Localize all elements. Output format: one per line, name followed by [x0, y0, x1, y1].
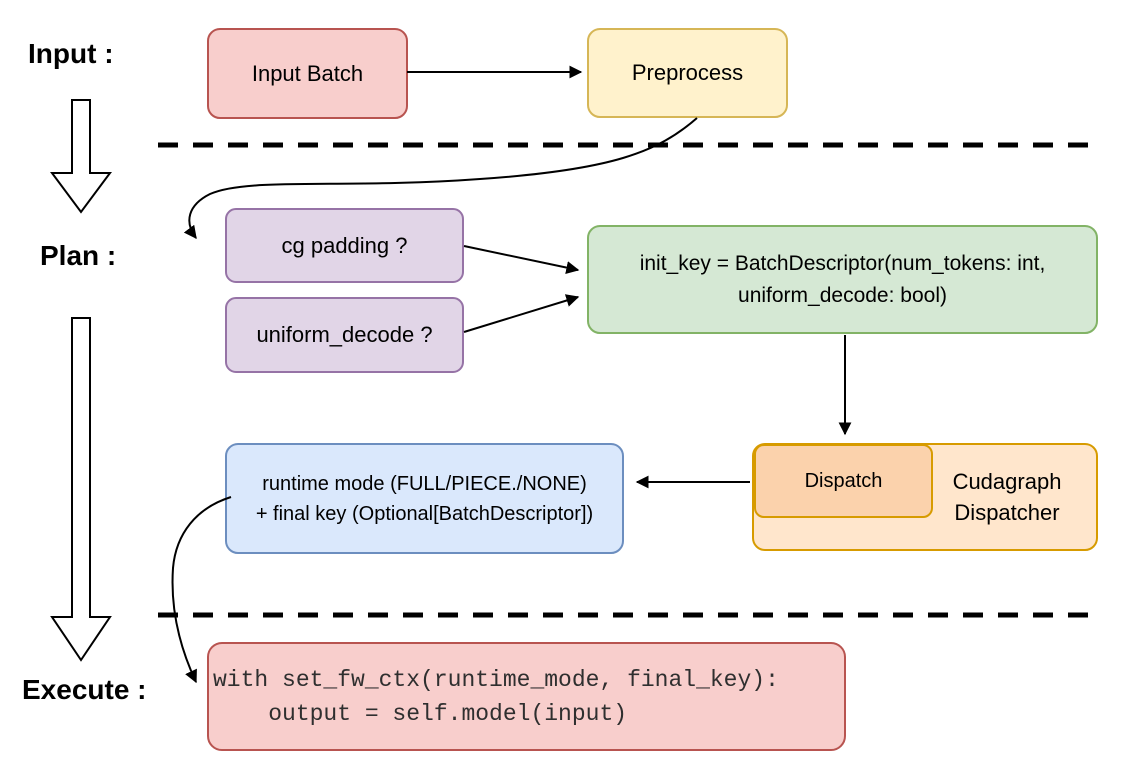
phase-arrow-plan-to-execute — [50, 317, 112, 662]
node-execute-code-line2: output = self.model(input) — [213, 700, 628, 727]
node-input-batch: Input Batch — [207, 28, 408, 119]
node-execute-code: with set_fw_ctx(runtime_mode, final_key)… — [207, 642, 846, 751]
node-input-batch-label: Input Batch — [251, 60, 364, 86]
node-preprocess-label: Preprocess — [631, 60, 744, 85]
node-uniform-decode: uniform_decode ? — [225, 297, 464, 373]
node-execute-code-line1: with set_fw_ctx(runtime_mode, final_key)… — [213, 666, 779, 693]
section-label-plan: Plan : — [40, 240, 117, 271]
section-label-input: Input : — [28, 38, 114, 69]
node-init-key-line2: uniform_decode: bool) — [738, 283, 947, 307]
phase-arrow-input-to-plan — [50, 99, 112, 214]
node-cg-padding-label: cg padding ? — [281, 232, 408, 258]
node-init-key-line1: init_key = BatchDescriptor(num_tokens: i… — [639, 251, 1046, 275]
node-dispatch: Dispatch — [754, 444, 933, 518]
arrow-cg-padding-to-init-key — [463, 245, 580, 274]
node-cg-padding: cg padding ? — [225, 208, 464, 283]
node-uniform-decode-label: uniform_decode ? — [256, 322, 433, 347]
node-preprocess: Preprocess — [587, 28, 788, 118]
node-runtime-mode-line2: + final key (Optional[BatchDescriptor]) — [255, 502, 594, 525]
section-label-execute: Execute : — [22, 674, 147, 705]
node-runtime-mode: runtime mode (FULL/PIECE./NONE) + final … — [225, 443, 624, 554]
node-init-key: init_key = BatchDescriptor(num_tokens: i… — [587, 225, 1098, 334]
arrow-uniform-decode-to-init-key — [463, 294, 580, 333]
node-cudagraph-dispatcher-label: Cudagraph Dispatcher — [952, 469, 1062, 525]
node-dispatch-label: Dispatch — [804, 469, 883, 492]
node-runtime-mode-line1: runtime mode (FULL/PIECE./NONE) — [262, 472, 587, 495]
